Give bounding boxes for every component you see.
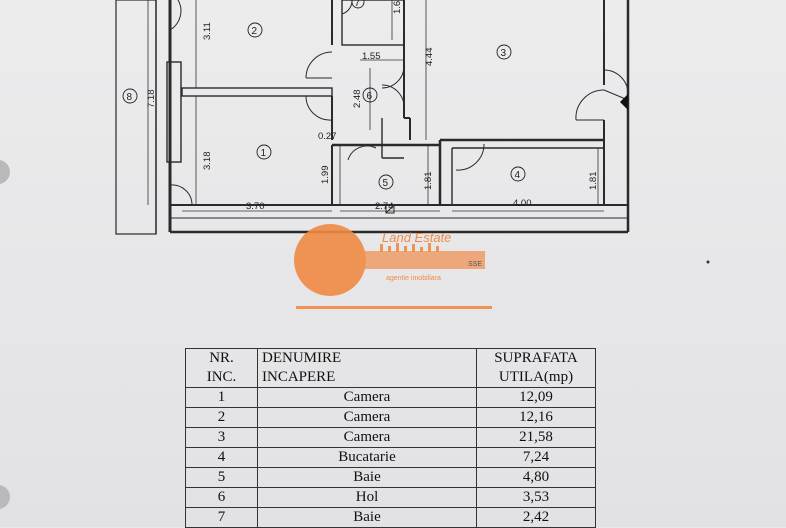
- balcony-outline: [115, 0, 157, 235]
- cell-nr: 4: [185, 447, 258, 468]
- dim-3-70: 3.70: [246, 201, 265, 212]
- dim-3-11: 3.11: [202, 22, 213, 40]
- room-label-5: 5: [383, 178, 389, 189]
- cell-area: 21,58: [476, 427, 596, 448]
- header-nr: NR.INC.: [185, 348, 258, 388]
- cell-name: Bucatarie: [257, 447, 477, 468]
- cell-area: 12,16: [476, 407, 596, 428]
- table-row: 6 Hol 3,53: [185, 487, 596, 508]
- cell-name: Hol: [257, 487, 477, 508]
- cell-area: 3,53: [476, 487, 596, 508]
- watermark-logo: [294, 224, 492, 309]
- cell-nr: 5: [185, 467, 258, 488]
- dim-1-99: 1.99: [320, 166, 331, 185]
- dim-4-00: 4.00: [513, 198, 532, 209]
- cell-area: 12,09: [476, 387, 596, 408]
- room-label-8: 8: [127, 92, 133, 103]
- dim-0-27: 0.27: [318, 131, 337, 142]
- cell-name: Camera: [257, 407, 477, 428]
- dim-1-81-kitchen: 1.81: [588, 172, 599, 191]
- table-row: 4 Bucatarie 7,24: [185, 447, 596, 468]
- table-row: 7 Baie 2,42: [185, 507, 596, 528]
- punch-hole: [0, 160, 10, 184]
- cell-nr: 1: [185, 387, 258, 408]
- cell-nr: 6: [185, 487, 258, 508]
- table-row: 5 Baie 4,80: [185, 467, 596, 488]
- cell-name: Camera: [257, 387, 477, 408]
- cell-nr: 7: [185, 507, 258, 528]
- room-label-7: 7: [355, 0, 361, 9]
- room-label-1: 1: [261, 148, 267, 159]
- dim-2-74: 2.74: [375, 201, 394, 212]
- table-row: 3 Camera 21,58: [185, 427, 596, 448]
- dim-3-18: 3.18: [202, 152, 213, 171]
- dim-2-48: 2.48: [352, 90, 363, 109]
- room-label-3: 3: [501, 48, 507, 59]
- table-row: 1 Camera 12,09: [185, 387, 596, 408]
- cell-name: Baie: [257, 507, 477, 528]
- cell-name: Baie: [257, 467, 477, 488]
- dim-4-44: 4.44: [424, 48, 435, 67]
- cell-area: 7,24: [476, 447, 596, 468]
- room-label-2: 2: [252, 26, 258, 37]
- cell-area: 2,42: [476, 507, 596, 528]
- watermark-brand: Land Estate: [382, 230, 451, 245]
- cell-nr: 3: [185, 427, 258, 448]
- dim-7-18: 7.18: [146, 90, 157, 109]
- watermark-tag: SSE: [468, 261, 482, 268]
- cell-name: Camera: [257, 427, 477, 448]
- dim-1-6: 1.6: [392, 1, 403, 14]
- dim-1-55: 1.55: [362, 51, 381, 62]
- room-label-6: 6: [367, 91, 373, 102]
- cell-nr: 2: [185, 407, 258, 428]
- watermark-subtitle: agentie imobiliara: [386, 275, 441, 282]
- room-label-4: 4: [515, 170, 521, 181]
- dim-1-81-bath: 1.81: [423, 172, 434, 191]
- entrance-arrow-icon: [620, 94, 628, 110]
- punch-hole: [0, 485, 10, 509]
- table-row: 2 Camera 12,16: [185, 407, 596, 428]
- cell-area: 4,80: [476, 467, 596, 488]
